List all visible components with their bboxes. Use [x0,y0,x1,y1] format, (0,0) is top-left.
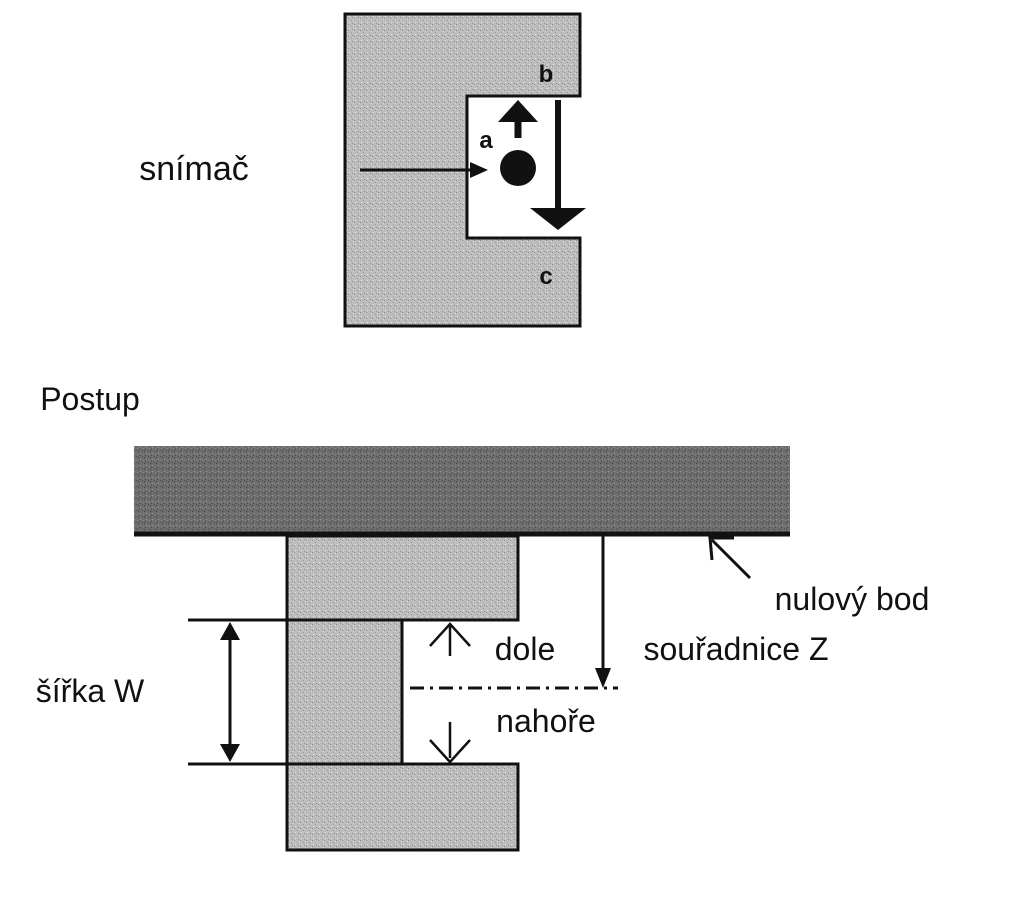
label-c: c [539,263,552,290]
reference-bar [134,446,790,534]
label-a: a [479,127,493,154]
sensor-figure: a b c snímač [139,12,586,328]
procedure-figure: šířka W dole nahoře souřadnice Z nulový … [36,446,930,852]
sensor-input-arrowhead [470,162,488,178]
nahore-label: nahoře [496,703,596,739]
z-coordinate-arrowhead [595,668,611,688]
label-b: b [539,61,554,88]
nulovy-bod-label: nulový bod [775,581,930,617]
width-arrow-top [220,622,240,640]
postup-label: Postup [40,381,140,417]
workpiece-body [285,534,520,852]
big-down-arrowhead [530,208,586,230]
dole-label: dole [495,631,556,667]
sirka-w-label: šířka W [36,673,145,709]
object-dot [500,150,536,186]
width-arrow-bottom [220,744,240,762]
small-up-arrowhead [498,100,538,122]
nahore-arrowhead [429,739,471,764]
dole-arrowhead [429,622,471,647]
zero-point-pointer-head [708,536,734,561]
zero-point-pointer-line [710,538,752,580]
souradnice-z-label: souřadnice Z [644,631,829,667]
snimac-label: snímač [139,150,249,188]
